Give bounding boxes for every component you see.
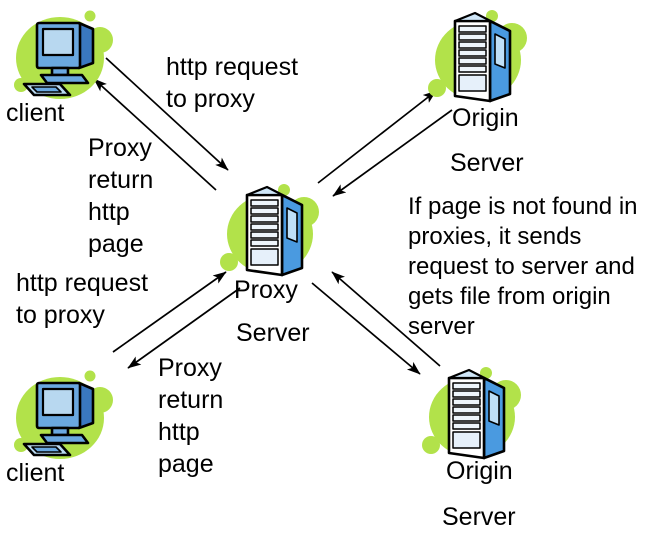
origin-bottom-icon — [422, 367, 521, 460]
edge-label-proxy-return-top-line3: http — [88, 198, 130, 226]
origin-top-label: Origin — [452, 104, 519, 132]
edge-label-proxy-return-bottom-line2: return — [158, 386, 224, 414]
node-client-bottom[interactable] — [8, 366, 120, 466]
node-client-top[interactable] — [8, 6, 120, 106]
edge-label-proxy-return-bottom-line3: http — [158, 418, 200, 446]
edge-label-proxy-return-bottom-line1: Proxy — [158, 354, 222, 382]
monitor-glyph — [22, 21, 95, 97]
proxy-server-label: Proxy — [234, 276, 298, 304]
arrow-proxy-to-origin-bottom — [311, 282, 421, 375]
client-top-label: client — [6, 99, 65, 127]
monitor-glyph — [22, 381, 95, 457]
node-origin-top[interactable] — [424, 8, 534, 112]
edge-label-http-request-top-line1: http request — [166, 53, 299, 81]
server-rack-glyph — [447, 368, 506, 460]
node-origin-bottom[interactable] — [418, 365, 528, 469]
proxy-server-icon — [220, 184, 319, 277]
server-rack-glyph — [245, 185, 304, 277]
client-bottom-icon — [14, 370, 113, 459]
edge-label-proxy-return-top-line2: return — [88, 166, 154, 194]
server-rack-glyph — [453, 11, 512, 103]
node-proxy-server[interactable] — [216, 182, 326, 286]
explanation-note: If page is not found in proxies, it send… — [408, 193, 638, 340]
edge-label-http-request-bottom-line1: http request — [16, 269, 149, 297]
edge-label-proxy-return-top-line4: page — [88, 230, 144, 258]
edge-label-http-request-top-line2: to proxy — [166, 85, 255, 113]
arrow-proxy-to-origin-top — [317, 90, 437, 184]
edge-label-proxy-return-bottom-line4: page — [158, 450, 214, 478]
origin-top-label-2: Server — [450, 149, 524, 177]
edge-label-proxy-return-top-line1: Proxy — [88, 134, 152, 162]
client-bottom-label: client — [6, 459, 65, 487]
client-top-icon — [14, 10, 113, 99]
origin-top-icon — [428, 10, 527, 103]
origin-bottom-label: Origin — [446, 457, 513, 485]
edge-label-http-request-bottom-line2: to proxy — [16, 301, 105, 329]
proxy-server-label-2: Server — [236, 319, 310, 347]
origin-bottom-label-2: Server — [442, 503, 516, 531]
arrow-origin-top-to-proxy — [332, 109, 453, 197]
